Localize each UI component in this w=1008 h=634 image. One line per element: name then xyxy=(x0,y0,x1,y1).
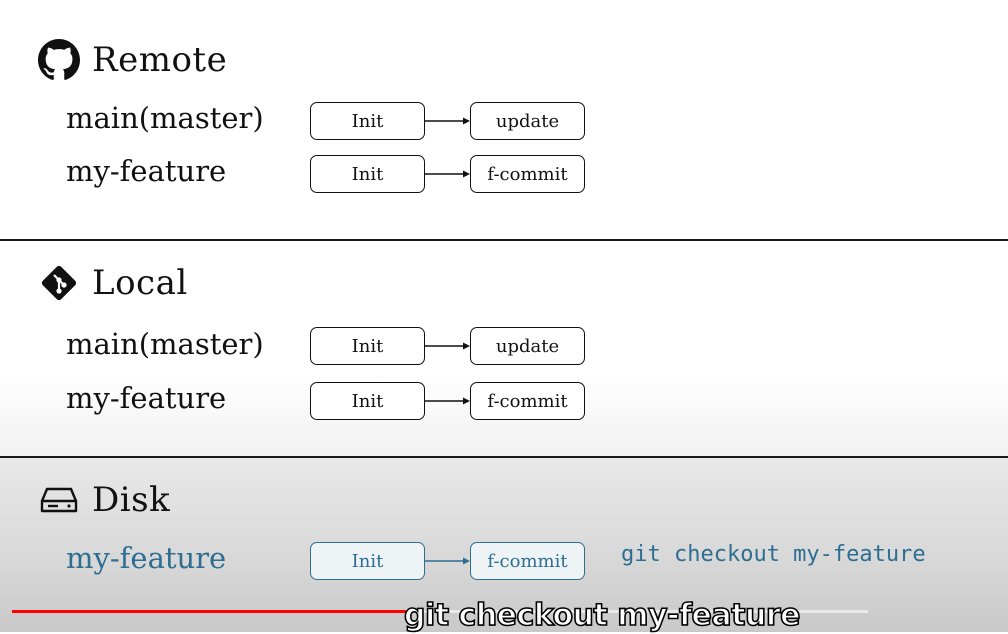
remote-feature-commit-fcommit: f-commit xyxy=(470,155,585,193)
local-header: Local xyxy=(38,261,188,305)
remote-title: Remote xyxy=(92,40,228,80)
video-progress-bar[interactable] xyxy=(12,610,868,613)
local-feature-arrow-icon xyxy=(425,397,470,405)
hard-drive-icon xyxy=(38,479,80,521)
local-main-arrow-icon xyxy=(425,342,470,350)
remote-main-commit-init: Init xyxy=(310,102,425,140)
disk-feature-commit-init: Init xyxy=(310,542,425,580)
disk-branch-feature-label: my-feature xyxy=(66,541,227,575)
github-icon xyxy=(38,39,80,81)
disk-feature-arrow-icon xyxy=(425,557,470,565)
git-checkout-command: git checkout my-feature xyxy=(621,542,926,567)
disk-header: Disk xyxy=(38,478,170,522)
disk-title: Disk xyxy=(92,480,171,520)
remote-branch-feature-label: my-feature xyxy=(66,154,227,188)
local-section: Local main(master) Init update my-featur… xyxy=(0,241,1008,456)
disk-section: Disk my-feature Init f-commit xyxy=(0,458,1008,632)
remote-main-commit-update: update xyxy=(470,102,585,140)
local-main-commit-init: Init xyxy=(310,327,425,365)
local-branch-main-label: main(master) xyxy=(66,327,264,361)
local-title: Local xyxy=(92,263,188,303)
video-progress-fill xyxy=(12,610,406,613)
git-icon xyxy=(38,262,80,304)
section-divider xyxy=(0,456,1008,458)
video-caption: git checkout my-feature xyxy=(403,597,801,634)
remote-header: Remote xyxy=(38,38,227,82)
local-branch-feature-label: my-feature xyxy=(66,381,227,415)
disk-feature-commit-fcommit: f-commit xyxy=(470,542,585,580)
local-feature-commit-init: Init xyxy=(310,382,425,420)
remote-branch-main-label: main(master) xyxy=(66,101,264,135)
remote-feature-commit-init: Init xyxy=(310,155,425,193)
local-feature-commit-fcommit: f-commit xyxy=(470,382,585,420)
remote-main-arrow-icon xyxy=(425,117,470,125)
section-divider xyxy=(0,239,1008,241)
remote-section: Remote main(master) Init update my-featu… xyxy=(0,0,1008,239)
remote-feature-arrow-icon xyxy=(425,170,470,178)
local-main-commit-update: update xyxy=(470,327,585,365)
